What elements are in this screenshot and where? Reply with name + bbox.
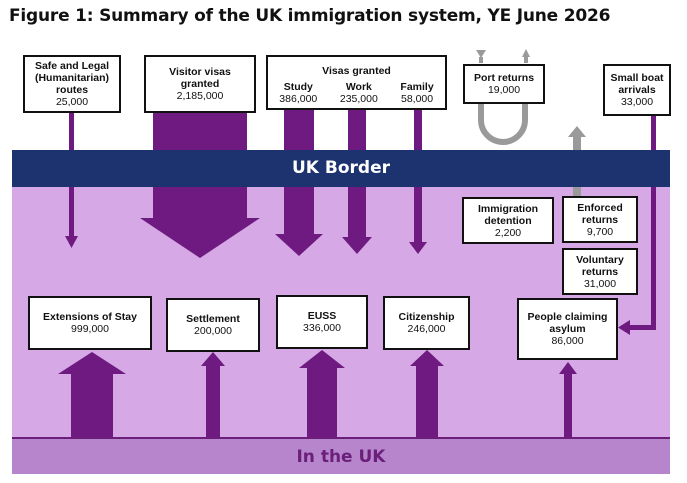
port-returns-arrowheads [476,49,530,63]
settlement-arrow [201,352,225,438]
euss-arrow [299,350,345,438]
citizenship-box: Citizenship 246,000 [383,296,470,350]
asylum-arrow [559,362,577,438]
citizenship-arrow [410,350,444,438]
figure-title: Figure 1: Summary of the UK immigration … [9,6,611,26]
enforced-returns-box: Enforced returns 9,700 [562,196,638,243]
in-the-uk-band: In the UK [12,437,670,474]
safe-legal-box: Safe and Legal (Humanitarian) routes 25,… [23,55,121,113]
voluntary-returns-box: Voluntary returns 31,000 [562,248,638,295]
extensions-of-stay-box: Extensions of Stay 999,000 [28,296,152,350]
euss-box: EUSS 336,000 [276,295,368,349]
uk-border-band: UK Border [12,150,670,187]
port-returns-box: Port returns 19,000 [463,64,545,104]
small-boat-box: Small boat arrivals 33,000 [603,64,671,116]
port-returns-loop [478,100,528,145]
immigration-detention-box: Immigration detention 2,200 [462,197,554,244]
small-boat-arrow [618,116,656,335]
settlement-box: Settlement 200,000 [166,298,260,352]
visitor-visas-box: Visitor visas granted 2,185,000 [144,55,256,113]
people-claiming-asylum-box: People claiming asylum 86,000 [517,298,618,360]
extensions-arrow [58,352,126,438]
